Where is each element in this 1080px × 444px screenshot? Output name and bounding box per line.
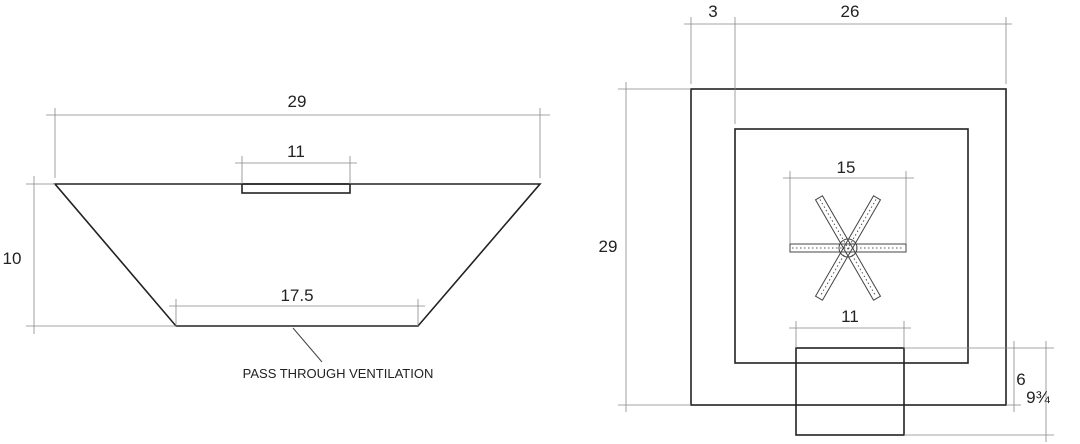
ventilation-callout: PASS THROUGH VENTILATION bbox=[243, 327, 434, 381]
side-height-label: 10 bbox=[3, 249, 22, 268]
top-width-dimensions: 3 26 bbox=[684, 2, 1012, 124]
burner-arm-120 bbox=[814, 195, 882, 301]
side-view: 29 11 10 17.5 PASS THROUGH VENTILATION bbox=[3, 92, 550, 381]
side-width-dimension: 29 bbox=[46, 92, 550, 178]
vent-inset-label: 6 bbox=[1016, 370, 1025, 389]
side-vent-width-label: 11 bbox=[287, 142, 305, 161]
side-vent-width-dimension: 11 bbox=[235, 142, 357, 184]
side-base-width-label: 17.5 bbox=[280, 286, 313, 305]
top-outer-height-label: 29 bbox=[599, 237, 618, 256]
side-width-label: 29 bbox=[288, 92, 307, 111]
side-height-dimension: 10 bbox=[3, 176, 176, 334]
vent-depth-dimension: 9¾ bbox=[904, 341, 1054, 442]
top-view-vent-box bbox=[795, 347, 905, 436]
top-height-dimension: 29 bbox=[599, 82, 691, 412]
vent-inset-dimension: 6 bbox=[904, 341, 1026, 412]
top-offset-label: 3 bbox=[708, 2, 717, 21]
burner-hub bbox=[838, 238, 858, 258]
top-view-outer-square bbox=[690, 88, 1007, 406]
top-view: 3 26 29 15 11 6 bbox=[599, 2, 1054, 442]
top-vent-width-dimension: 11 bbox=[789, 307, 911, 348]
top-vent-width-label: 11 bbox=[841, 307, 859, 326]
side-base-width-dimension: 17.5 bbox=[169, 286, 425, 326]
vent-depth-label: 9¾ bbox=[1026, 388, 1050, 407]
top-inner-width-label: 26 bbox=[841, 2, 860, 21]
burner-width-label: 15 bbox=[837, 158, 856, 177]
burner-width-dimension: 15 bbox=[783, 158, 914, 244]
top-view-inner-square bbox=[734, 128, 969, 364]
burner bbox=[789, 195, 907, 301]
side-view-vent-slot bbox=[241, 183, 351, 194]
ventilation-callout-label: PASS THROUGH VENTILATION bbox=[243, 366, 434, 381]
